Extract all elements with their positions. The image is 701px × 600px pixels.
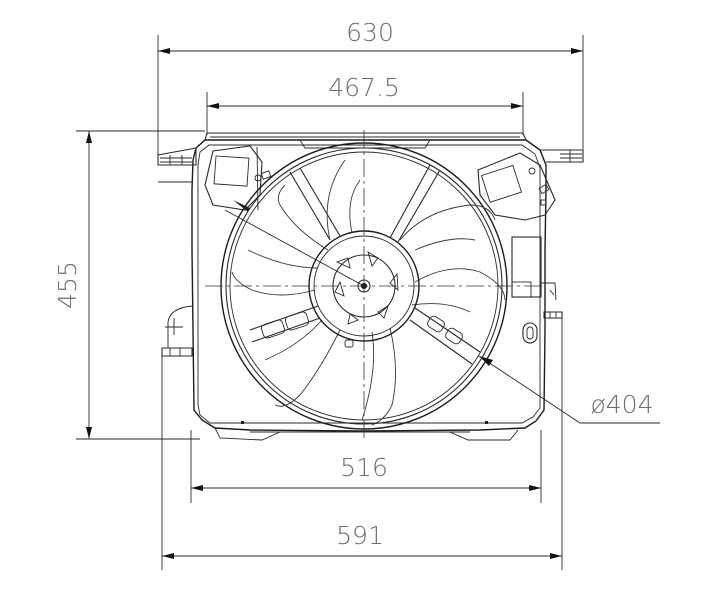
centerlines — [205, 130, 545, 440]
dimension-591: 591 — [161, 316, 563, 570]
dimension-label-516: 516 — [340, 453, 388, 482]
support-struts — [249, 164, 481, 365]
dimension-516: 516 — [190, 430, 542, 503]
dimension-630: 630 — [157, 18, 584, 165]
dimension-label-diameter-404: ø404 — [590, 390, 653, 419]
relay-box-left — [204, 145, 272, 212]
dimension-455: 455 — [53, 130, 205, 440]
fan-shroud-frame — [157, 132, 584, 441]
dimension-label-455: 455 — [53, 261, 82, 309]
fan-blades — [231, 159, 506, 426]
dimension-label-630: 630 — [346, 18, 394, 47]
dimension-label-591: 591 — [336, 521, 384, 550]
relay-box-right — [477, 152, 556, 221]
dimension-diameter-404: ø404 — [478, 355, 660, 424]
dimension-467-5: 467.5 — [206, 73, 524, 135]
dimension-label-467-5: 467.5 — [328, 73, 400, 102]
